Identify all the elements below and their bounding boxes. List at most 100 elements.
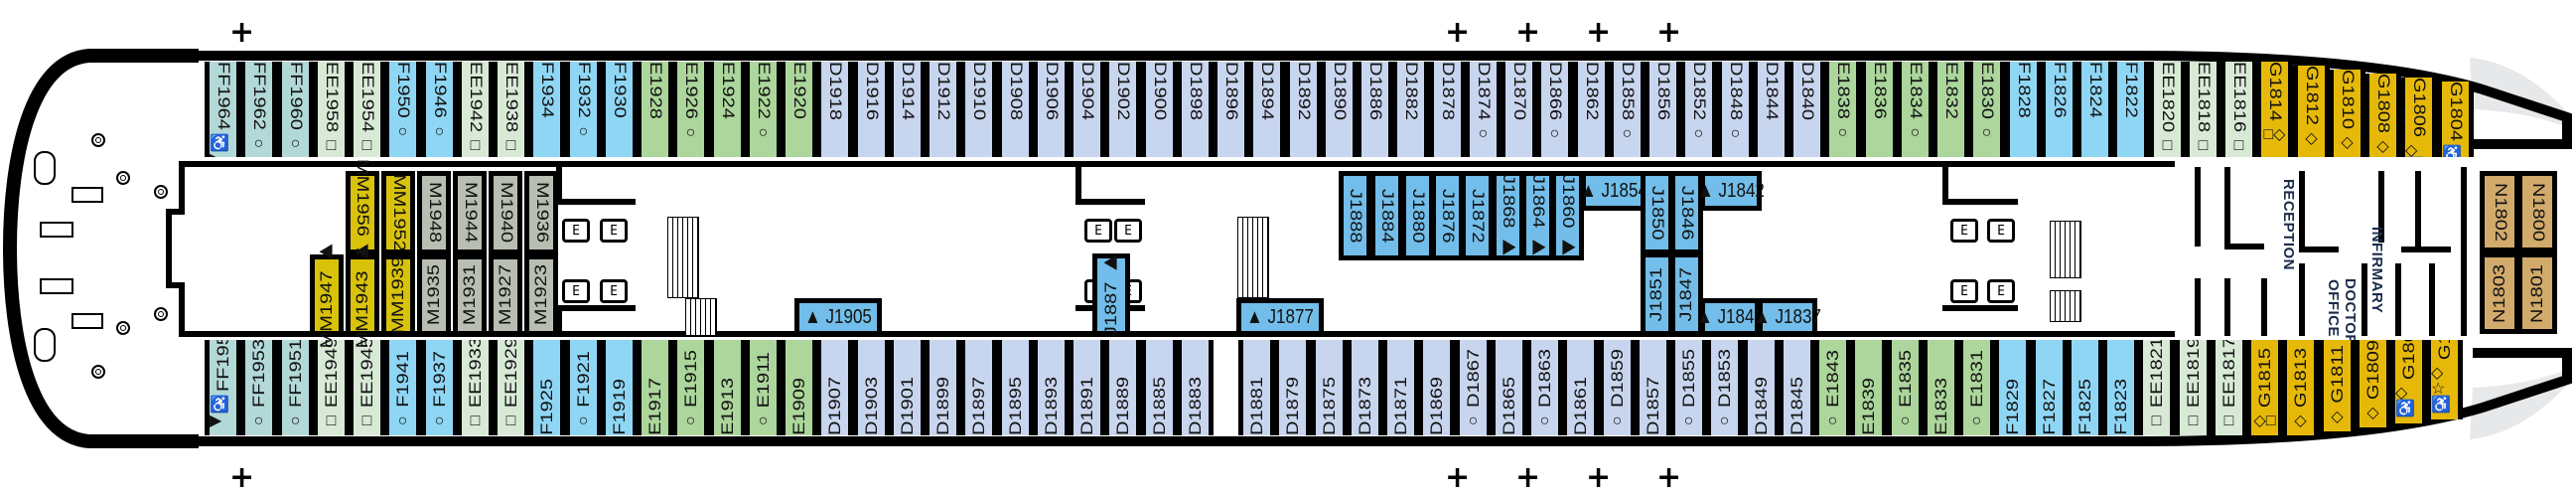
cabin-j1837[interactable]: ▲ J1837 — [1754, 298, 1821, 336]
cabin-e1911[interactable]: E1911○ — [745, 340, 782, 435]
cabin-d1852[interactable]: D1852○ — [1680, 62, 1717, 157]
cabin-j1884[interactable]: J1884 — [1370, 171, 1403, 260]
cabin-ff1953[interactable]: FF1953○ — [240, 340, 277, 435]
cabin-d1881[interactable]: D1881 — [1238, 340, 1275, 435]
cabin-d1918[interactable]: D1918 — [816, 62, 853, 157]
cabin-g1806[interactable]: G1806◇♿ — [2400, 78, 2437, 157]
cabin-e1920[interactable]: E1920 — [781, 62, 817, 157]
cabin-d1889[interactable]: D1889 — [1104, 340, 1141, 435]
cabin-e1922[interactable]: E1922○ — [745, 62, 782, 157]
cabin-f1930[interactable]: F1930 — [601, 62, 638, 157]
cabin-ee1819[interactable]: EE1819□ — [2175, 340, 2212, 435]
cabin-d1883[interactable]: D1883 — [1177, 340, 1214, 435]
cabin-ff1955[interactable]: FF1955♿ ▶ — [205, 340, 241, 435]
cabin-ff1951[interactable]: FF1951○ — [277, 340, 314, 435]
cabin-j1880[interactable]: J1880 — [1401, 171, 1434, 260]
cabin-d1900[interactable]: D1900 — [1141, 62, 1178, 157]
cabin-d1901[interactable]: D1901 — [889, 340, 926, 435]
cabin-f1937[interactable]: F1937○ — [421, 340, 458, 435]
cabin-g1804[interactable]: G1804♿ ☆ ◇ — [2437, 82, 2474, 157]
cabin-mm1947[interactable]: MM1947 ▶ — [310, 242, 344, 349]
cabin-d1885[interactable]: D1885 — [1141, 340, 1178, 435]
cabin-j1854[interactable]: ▲ J1854 — [1580, 171, 1646, 211]
cabin-d1849[interactable]: D1849 — [1743, 340, 1780, 435]
cabin-g1814[interactable]: G1814□◇ — [2256, 62, 2293, 157]
cabin-d1859[interactable]: D1859○ — [1599, 340, 1636, 435]
cabin-m1923[interactable]: M1923 — [524, 254, 558, 336]
cabin-d1899[interactable]: D1899 — [925, 340, 961, 435]
cabin-f1822[interactable]: F1822 — [2112, 62, 2149, 157]
cabin-j1860[interactable]: J1860 ▶ — [1551, 171, 1584, 260]
cabin-f1829[interactable]: F1829 — [1994, 340, 2031, 435]
cabin-d1863[interactable]: D1863○ — [1526, 340, 1563, 435]
cabin-d1907[interactable]: D1907 — [816, 340, 853, 435]
cabin-e1838[interactable]: E1838○ — [1824, 62, 1861, 157]
cabin-e1917[interactable]: E1917 — [637, 340, 673, 435]
cabin-ff1962[interactable]: FF1962○ — [240, 62, 277, 157]
cabin-j1846[interactable]: J1846 — [1670, 171, 1703, 254]
cabin-d1840[interactable]: D1840 — [1789, 62, 1825, 157]
cabin-f1925[interactable]: F1925 — [528, 340, 565, 435]
cabin-ee1817[interactable]: EE1817□ — [2211, 340, 2247, 435]
cabin-e1915[interactable]: E1915○ — [672, 340, 709, 435]
cabin-g1809[interactable]: G1809◇ — [2355, 340, 2391, 427]
cabin-ff1960[interactable]: FF1960○ — [277, 62, 314, 157]
cabin-f1823[interactable]: F1823 — [2102, 340, 2139, 435]
cabin-e1843[interactable]: E1843○ — [1814, 340, 1851, 435]
cabin-n1801[interactable]: N1801 — [2517, 252, 2557, 334]
cabin-mm1952[interactable]: MM1952 — [381, 171, 415, 254]
cabin-d1897[interactable]: D1897 — [960, 340, 997, 435]
cabin-j1847[interactable]: J1847 — [1670, 252, 1703, 336]
cabin-d1845[interactable]: D1845 — [1779, 340, 1815, 435]
cabin-d1858[interactable]: D1858○ — [1609, 62, 1646, 157]
cabin-d1865[interactable]: D1865 — [1491, 340, 1527, 435]
cabin-d1855[interactable]: D1855○ — [1670, 340, 1707, 435]
cabin-f1825[interactable]: F1825 — [2067, 340, 2103, 435]
cabin-f1828[interactable]: F1828 — [2005, 62, 2042, 157]
cabin-mm1939[interactable]: MM1939 — [381, 254, 415, 336]
cabin-e1839[interactable]: E1839 — [1850, 340, 1887, 435]
cabin-d1890[interactable]: D1890 — [1321, 62, 1358, 157]
cabin-d1912[interactable]: D1912 — [925, 62, 961, 157]
cabin-d1904[interactable]: D1904 — [1069, 62, 1105, 157]
cabin-e1832[interactable]: E1832 — [1932, 62, 1969, 157]
cabin-ee1929[interactable]: EE1929□ — [493, 340, 529, 435]
cabin-j1887[interactable]: J1887 ▶ — [1092, 252, 1130, 337]
cabin-d1878[interactable]: D1878 — [1429, 62, 1466, 157]
cabin-d1898[interactable]: D1898 — [1177, 62, 1214, 157]
cabin-j1872[interactable]: J1872 — [1461, 171, 1494, 260]
cabin-ee1958[interactable]: EE1958□ — [313, 62, 350, 157]
cabin-e1833[interactable]: E1833 — [1923, 340, 1959, 435]
cabin-n1800[interactable]: N1800 — [2517, 171, 2557, 252]
cabin-g1810[interactable]: G1810◇ — [2329, 70, 2365, 157]
cabin-d1892[interactable]: D1892 — [1285, 62, 1322, 157]
cabin-j1868[interactable]: J1868 ▶ — [1492, 171, 1524, 260]
cabin-f1824[interactable]: F1824 — [2076, 62, 2113, 157]
cabin-j1841[interactable]: ▲ J1841 — [1696, 298, 1764, 336]
cabin-f1827[interactable]: F1827 — [2031, 340, 2068, 435]
cabin-e1924[interactable]: E1924 — [709, 62, 746, 157]
cabin-d1896[interactable]: D1896 — [1213, 62, 1249, 157]
cabin-f1921[interactable]: F1921○ — [565, 340, 602, 435]
cabin-d1882[interactable]: D1882 — [1392, 62, 1429, 157]
cabin-m1927[interactable]: M1927 — [489, 254, 522, 336]
cabin-g1807[interactable]: G1807◇♿ — [2390, 340, 2427, 423]
cabin-m1940[interactable]: M1940 — [489, 171, 522, 254]
cabin-d1916[interactable]: D1916 — [853, 62, 890, 157]
cabin-d1853[interactable]: D1853○ — [1706, 340, 1743, 435]
cabin-m1936[interactable]: M1936 — [524, 171, 558, 254]
cabin-d1886[interactable]: D1886 — [1357, 62, 1393, 157]
cabin-d1871[interactable]: D1871 — [1382, 340, 1419, 435]
cabin-j1876[interactable]: J1876 — [1431, 171, 1464, 260]
cabin-g1808[interactable]: G1808◇ — [2364, 74, 2401, 157]
cabin-f1941[interactable]: F1941○ — [384, 340, 421, 435]
cabin-d1891[interactable]: D1891 — [1069, 340, 1105, 435]
cabin-ee1949[interactable]: EE1949□ — [313, 340, 350, 435]
cabin-ee1933[interactable]: EE1933□ — [457, 340, 494, 435]
cabin-f1919[interactable]: F1919 — [601, 340, 638, 435]
cabin-d1879[interactable]: D1879 — [1274, 340, 1311, 435]
cabin-g1805[interactable]: G1805◇ ☆ ♿ — [2426, 340, 2463, 419]
cabin-d1914[interactable]: D1914 — [889, 62, 926, 157]
cabin-e1830[interactable]: E1830○ — [1968, 62, 2005, 157]
cabin-m1944[interactable]: M1944 — [453, 171, 487, 254]
